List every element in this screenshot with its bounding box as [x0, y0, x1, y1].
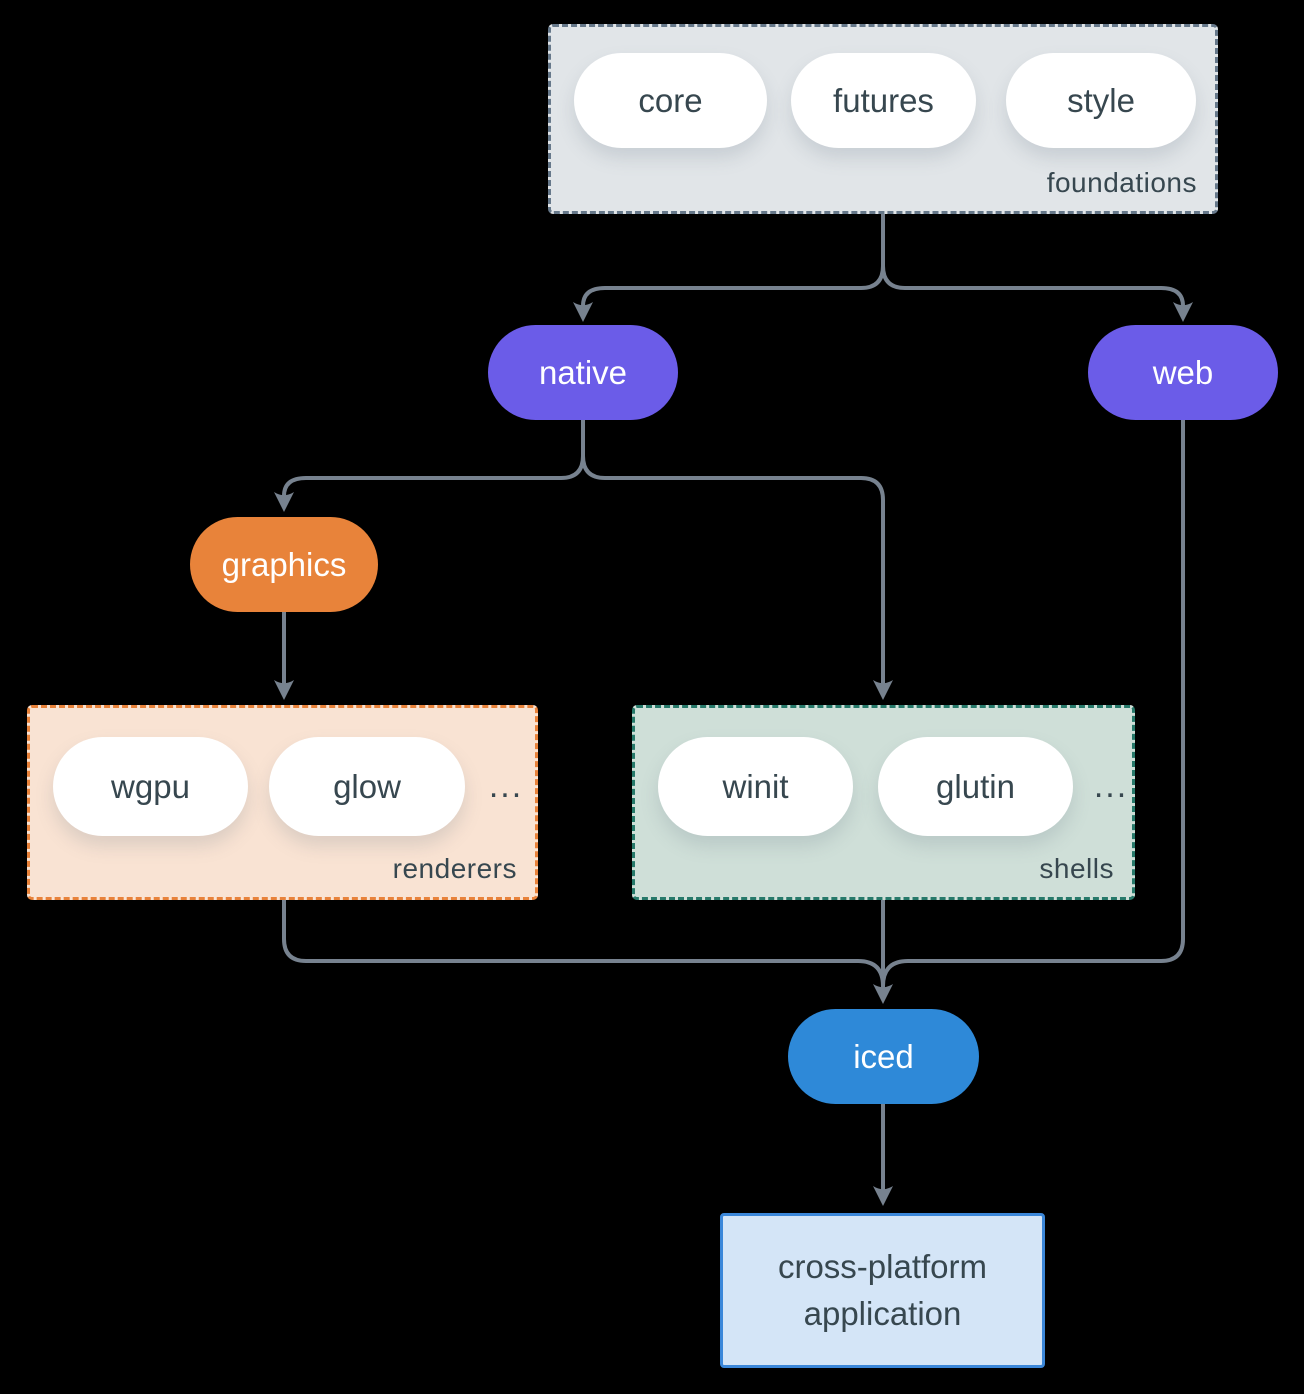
node-futures-label: futures — [833, 81, 934, 119]
edge-web-merge — [881, 416, 1185, 988]
node-native-label: native — [538, 353, 628, 391]
node-style-label: style — [1067, 81, 1135, 119]
node-glutin: glutin — [878, 737, 1073, 836]
edge-native-shells — [581, 454, 893, 700]
edge-foundations-native — [573, 212, 885, 322]
node-futures: futures — [791, 53, 976, 148]
node-iced-label: iced — [853, 1037, 914, 1075]
renderers-group: wgpu glow ... renderers — [27, 705, 538, 900]
node-iced: iced — [788, 1009, 979, 1104]
renderers-ellipsis: ... — [488, 767, 524, 805]
application-label-line2: application — [803, 1294, 962, 1332]
node-web-label: web — [1152, 353, 1214, 391]
renderers-group-label: renderers — [392, 853, 517, 884]
node-glutin-label: glutin — [936, 767, 1015, 805]
node-cross-platform-application: cross-platform application — [720, 1213, 1045, 1368]
shells-group: winit glutin ... shells — [632, 705, 1135, 900]
node-web: web — [1088, 325, 1278, 420]
shells-group-label: shells — [1039, 853, 1114, 884]
node-winit-label: winit — [722, 767, 789, 805]
node-wgpu: wgpu — [53, 737, 248, 836]
node-core-label: core — [638, 81, 703, 119]
shells-ellipsis: ... — [1093, 767, 1129, 805]
node-glow-label: glow — [333, 767, 401, 805]
foundations-group: core futures style foundations — [548, 24, 1218, 214]
edge-native-graphics — [274, 418, 585, 512]
edge-foundations-web — [881, 264, 1193, 322]
node-glow: glow — [269, 737, 465, 836]
node-style: style — [1006, 53, 1196, 148]
application-label-line1: cross-platform — [777, 1247, 988, 1285]
node-native: native — [488, 325, 678, 420]
foundations-group-label: foundations — [1046, 167, 1197, 198]
node-wgpu-label: wgpu — [111, 767, 190, 805]
edge-renderers-merge — [282, 898, 885, 988]
node-core: core — [574, 53, 767, 148]
node-winit: winit — [658, 737, 853, 836]
node-graphics-label: graphics — [221, 545, 347, 583]
node-graphics: graphics — [190, 517, 378, 612]
